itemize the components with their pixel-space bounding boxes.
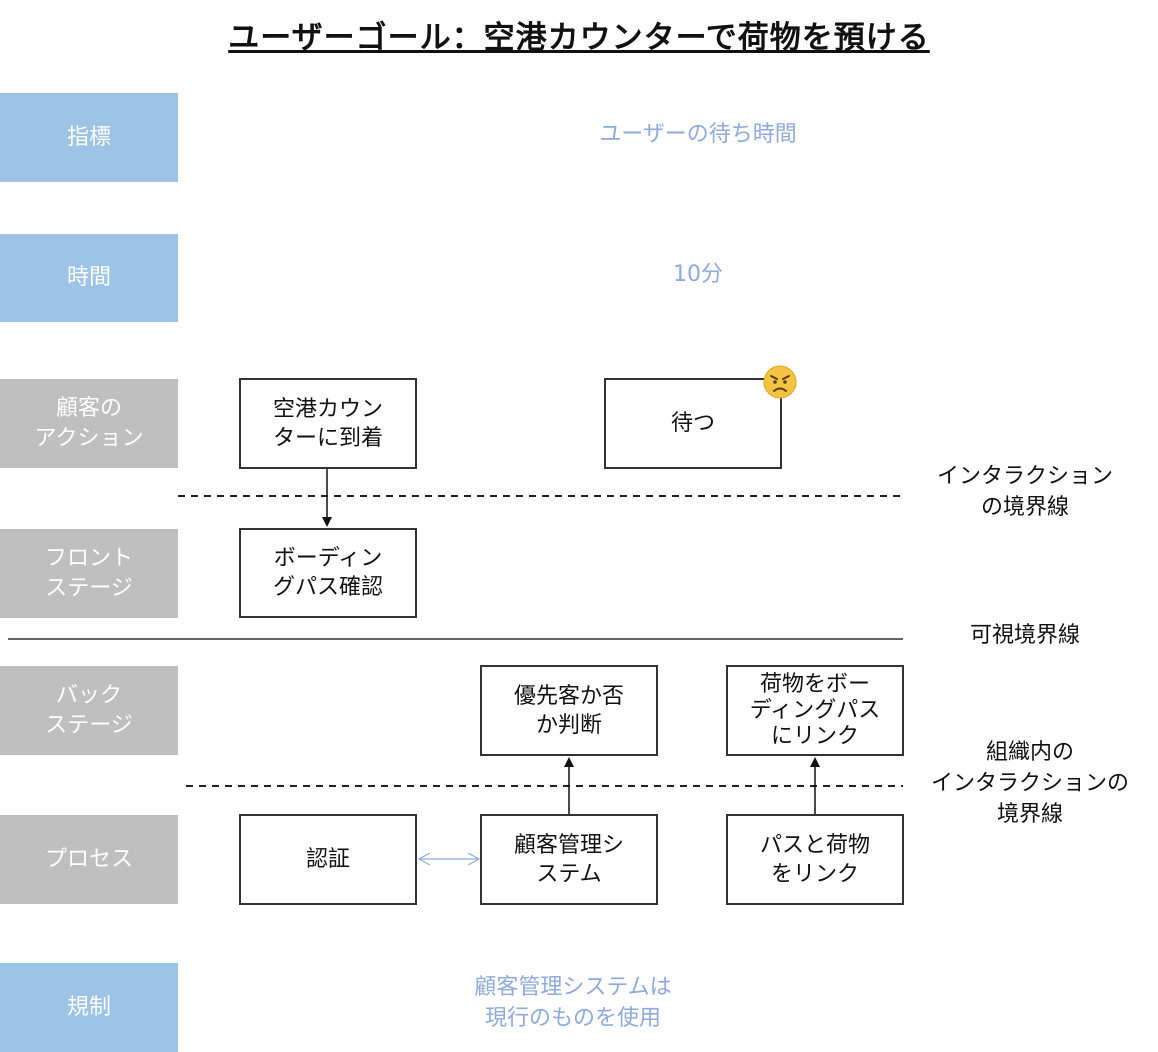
box-boarding-pass-check: ボーディン グパス確認 [239, 528, 417, 618]
regulation-value: 顧客管理システムは 現行のものを使用 [474, 975, 672, 1031]
box-arrive-airport-counter: 空港カウン ターに到着 [239, 378, 417, 469]
note-internal-interaction-boundary: 組織内の インタラクションの 境界線 [930, 740, 1129, 827]
row-label-regulation: 規制 [0, 963, 178, 1052]
row-label-indicator: 指標 [0, 93, 178, 182]
box-customer-management-system: 顧客管理シ ステム [480, 814, 658, 905]
row-label-time: 時間 [0, 234, 178, 322]
angry-face-icon [763, 365, 797, 399]
row-label-process: プロセス [0, 815, 178, 904]
box-wait: 待つ [604, 378, 782, 469]
time-value: 10分 [673, 262, 723, 287]
row-label-customer-action: 顧客の アクション [0, 379, 178, 468]
note-visibility-boundary: 可視境界線 [969, 623, 1080, 648]
box-link-pass-and-baggage: パスと荷物 をリンク [726, 814, 904, 905]
note-interaction-boundary: インタラクション の境界線 [936, 464, 1113, 520]
box-priority-judgement: 優先客か否 か判断 [480, 665, 658, 756]
box-authentication: 認証 [239, 814, 417, 905]
row-label-frontstage: フロント ステージ [0, 529, 178, 618]
row-label-backstage: バック ステージ [0, 666, 178, 755]
box-link-baggage-boarding-pass: 荷物をボー ディングパス にリンク [726, 665, 904, 756]
page-title: ユーザーゴール：空港カウンターで荷物を預ける [228, 20, 930, 56]
indicator-value: ユーザーの待ち時間 [599, 122, 797, 147]
